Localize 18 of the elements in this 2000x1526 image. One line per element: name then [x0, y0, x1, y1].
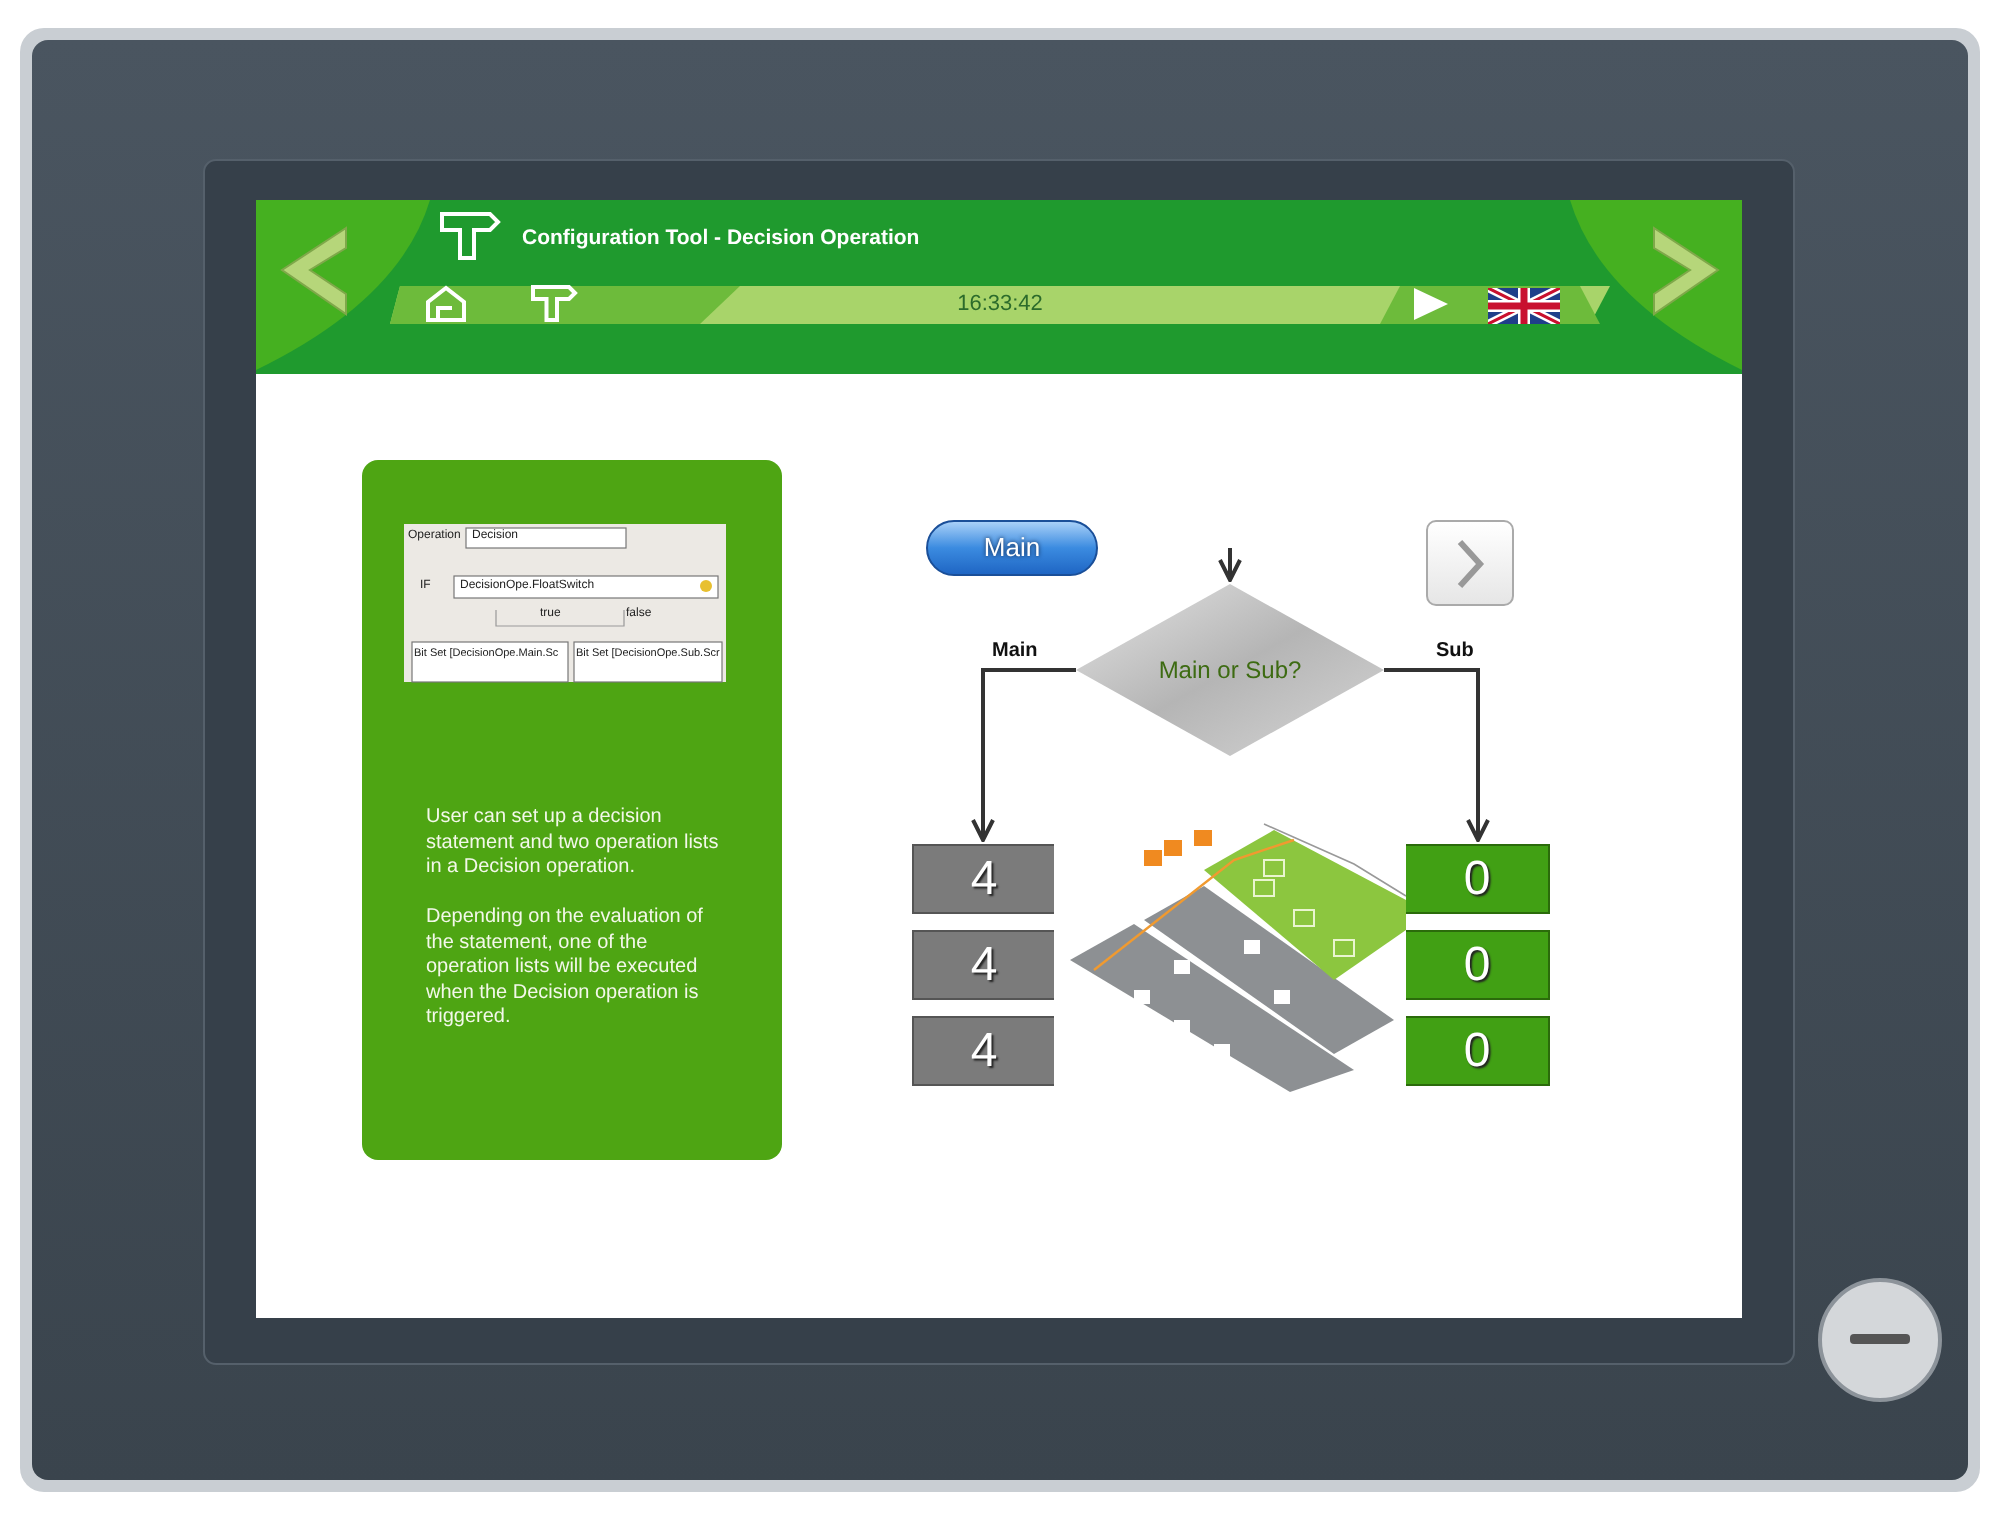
edge-label: Main [990, 640, 1040, 662]
description-paragraph: User can set up a decision statement and two operation lists in a Decision operation. [426, 806, 721, 881]
flow-arrow [971, 668, 1076, 842]
screen-title: Configuration Tool - Decision Operation [522, 226, 920, 250]
flow-arrow [1384, 668, 1490, 842]
counter-display: 0 [1406, 1016, 1550, 1086]
decision-text: Main or Sub? [1158, 656, 1302, 684]
counter-display: 0 [1406, 844, 1550, 914]
counter-display: 0 [1406, 930, 1550, 1000]
counter-display: 4 [912, 930, 1054, 1000]
description-paragraph: Depending on the evaluation of the statement, one of the operation lists will be executed when the Decision operation is triggered. [426, 906, 705, 1031]
flow-arrow [1218, 548, 1242, 582]
decision-diamond [1076, 584, 1384, 756]
counter-display: 4 [912, 844, 1054, 914]
clock-time: 16:33:42 [955, 292, 1045, 316]
edge-label: Sub [1434, 640, 1476, 662]
main-button: Main [926, 520, 1098, 576]
counter-display: 4 [912, 1016, 1054, 1086]
